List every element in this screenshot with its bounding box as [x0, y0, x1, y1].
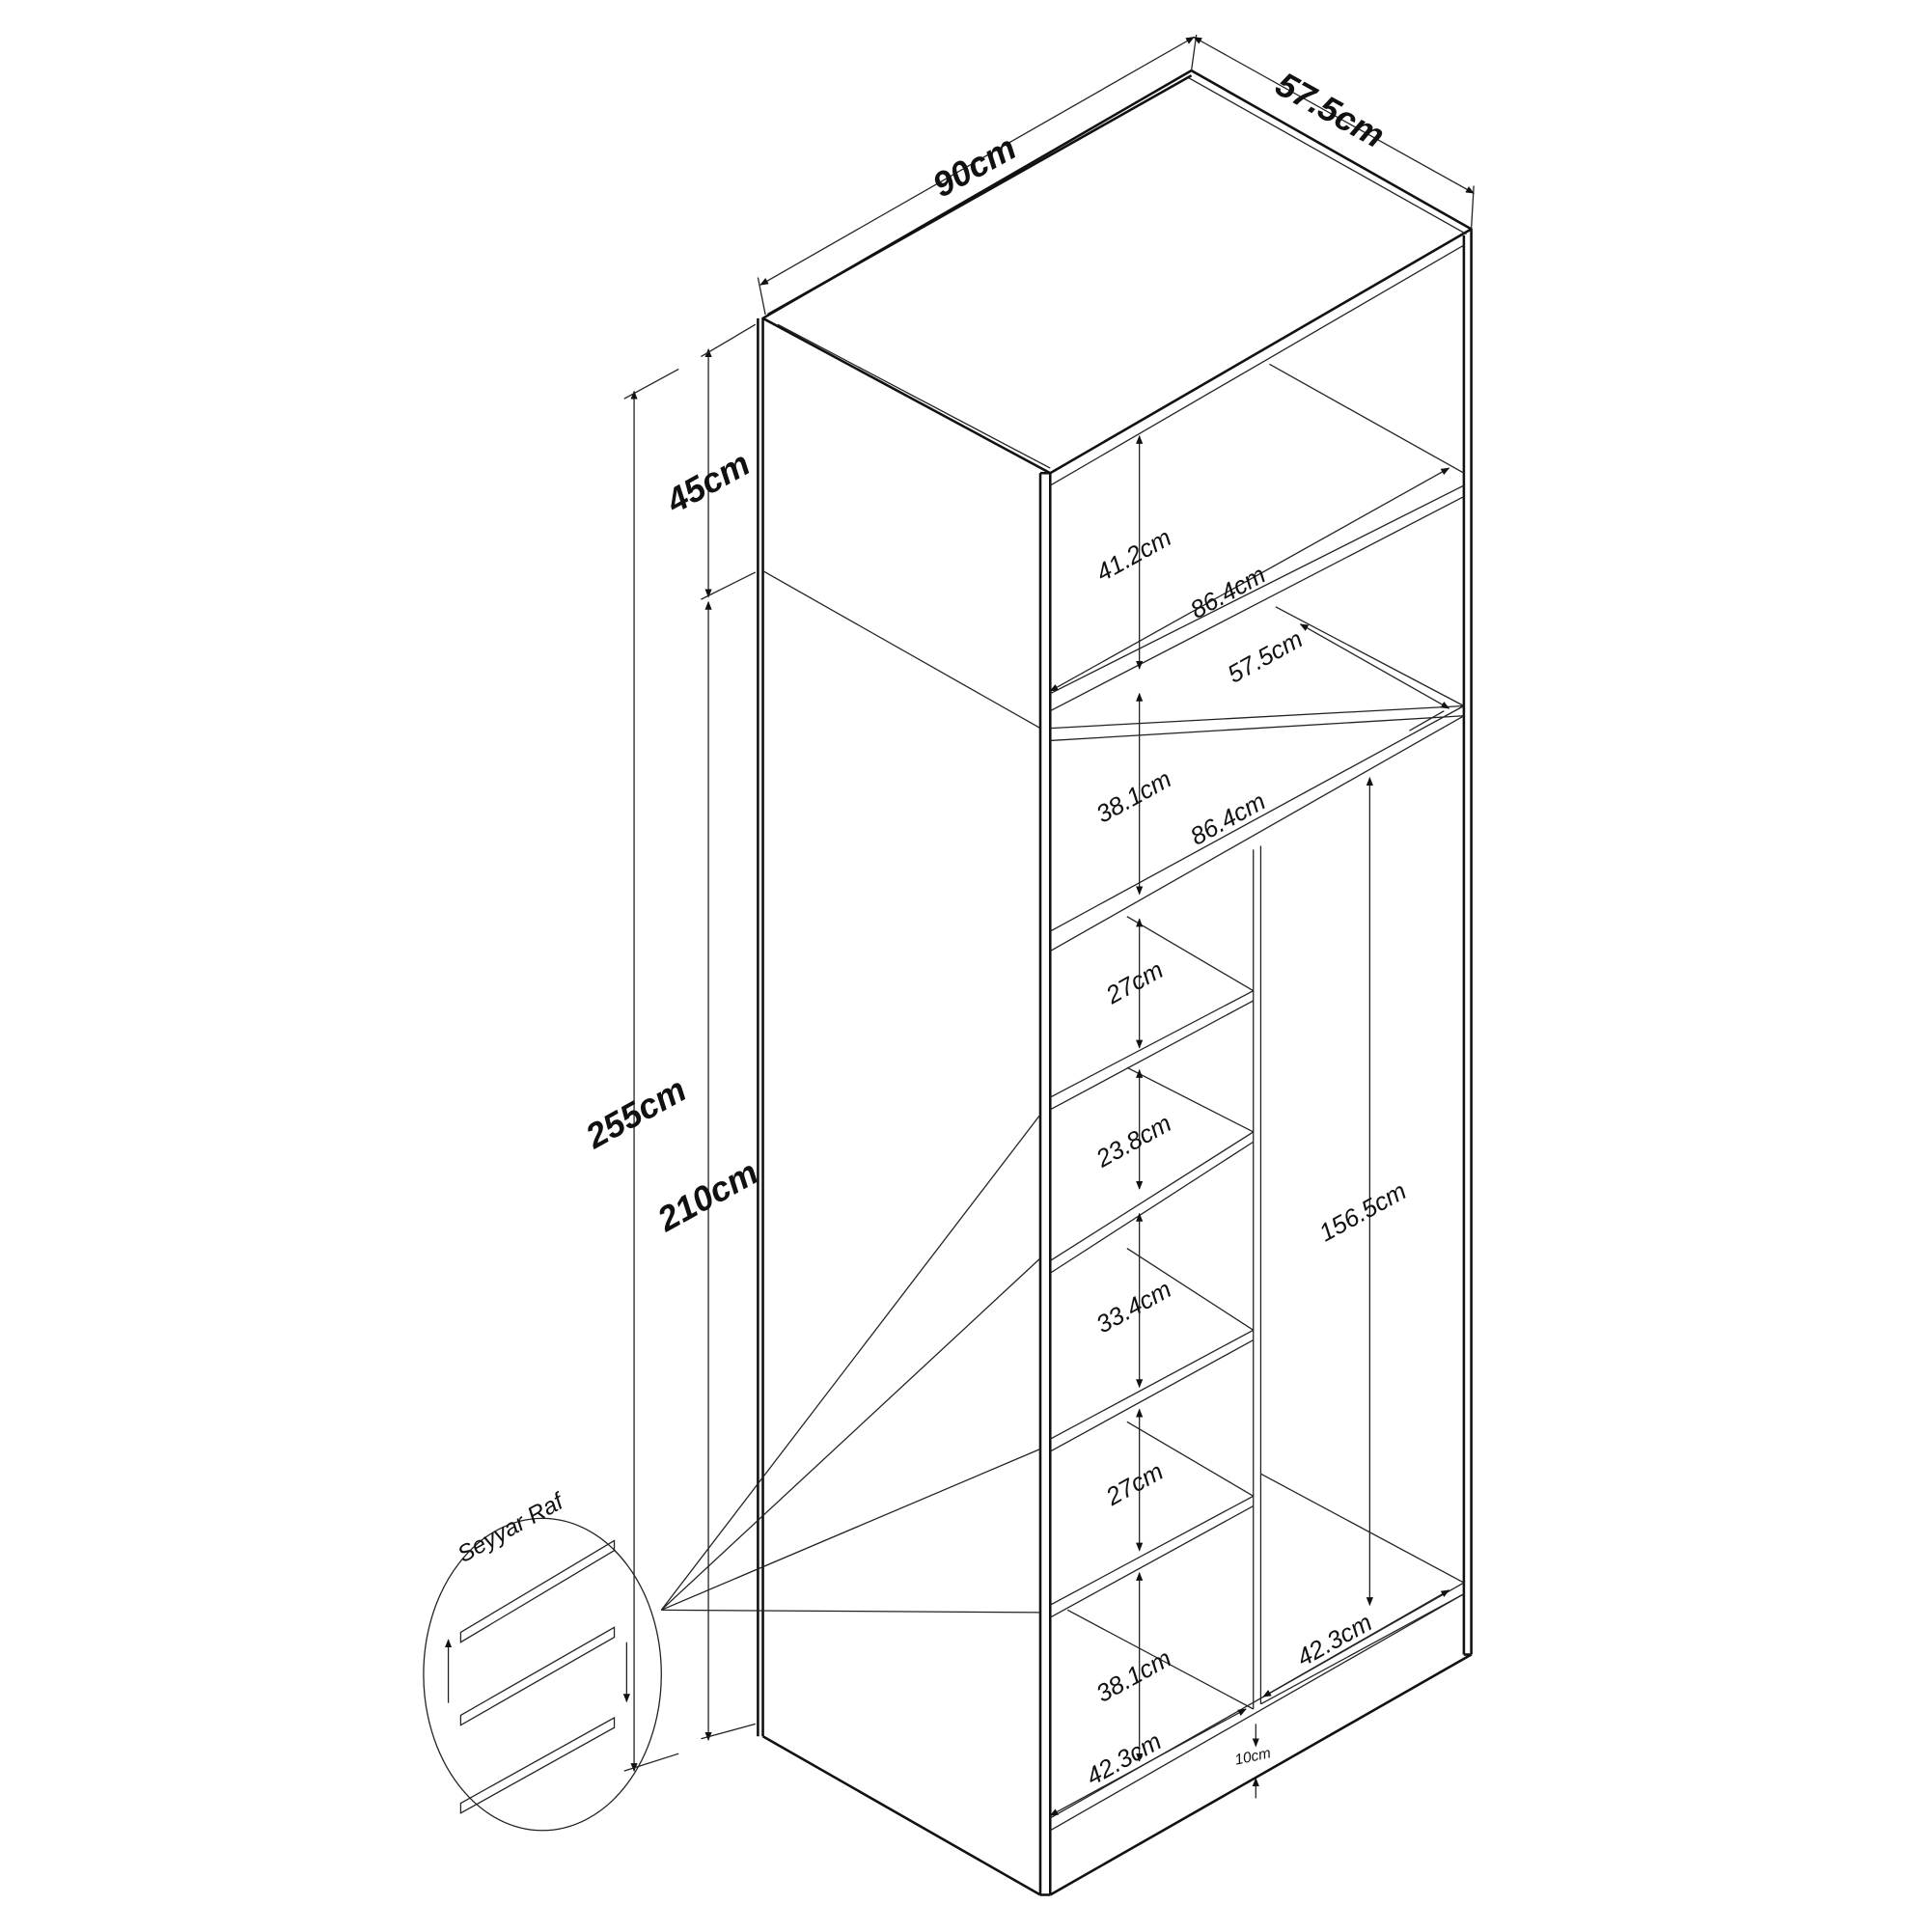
label-inner-depth: 57.5cm	[1224, 625, 1308, 688]
label-main-module-height: 210cm	[650, 1152, 765, 1240]
label-shelf-27-a: 27cm	[1101, 956, 1168, 1009]
shelf-3	[1049, 1329, 1255, 1440]
upper-fixed-shelf	[1049, 704, 1465, 932]
label-bottom-shelf-height: 38.1cm	[1092, 1645, 1176, 1708]
label-depth: 57.5cm	[1269, 64, 1391, 155]
label-upper-shelf-height: 38.1cm	[1092, 765, 1176, 828]
shelf-1	[1049, 990, 1255, 1098]
shelf-2	[1049, 1131, 1255, 1261]
callout-ellipse	[423, 1517, 662, 1832]
movable-shelf-icon	[444, 1539, 630, 1814]
label-top-compartment-height: 41.2cm	[1092, 524, 1176, 587]
module-split-line	[762, 570, 1041, 730]
depth-dimension-line	[1193, 36, 1475, 194]
label-total-height: 255cm	[578, 1069, 693, 1157]
label-top-module-height: 45cm	[659, 443, 757, 521]
label-right-bottom-width: 42.3cm	[1292, 1609, 1376, 1671]
label-shelf-27-b: 27cm	[1101, 1458, 1168, 1511]
label-width: 90cm	[925, 127, 1022, 205]
cabinet-outline	[757, 69, 1473, 1896]
width-dimension-line	[759, 36, 1195, 286]
shelf-4	[1049, 1495, 1255, 1606]
label-shelf-33-4: 33.4cm	[1092, 1276, 1176, 1339]
label-plinth-height: 10cm	[1233, 1745, 1272, 1768]
label-shelf-23-8: 23.8cm	[1091, 1110, 1176, 1173]
label-upper-shelf-width: 86.4cm	[1186, 787, 1270, 850]
dimension-lines	[623, 34, 1475, 1816]
movable-shelf-callout	[423, 1114, 1041, 1832]
label-movable-shelf: Seyyar Raf	[454, 1488, 569, 1568]
label-top-compartment-width: 86.4cm	[1186, 562, 1270, 624]
label-hanging-height: 156.5cm	[1315, 1177, 1412, 1247]
dimension-labels: 90cm 57.5cm 255cm 45cm 210cm 41.2cm 86.4…	[454, 64, 1411, 1791]
